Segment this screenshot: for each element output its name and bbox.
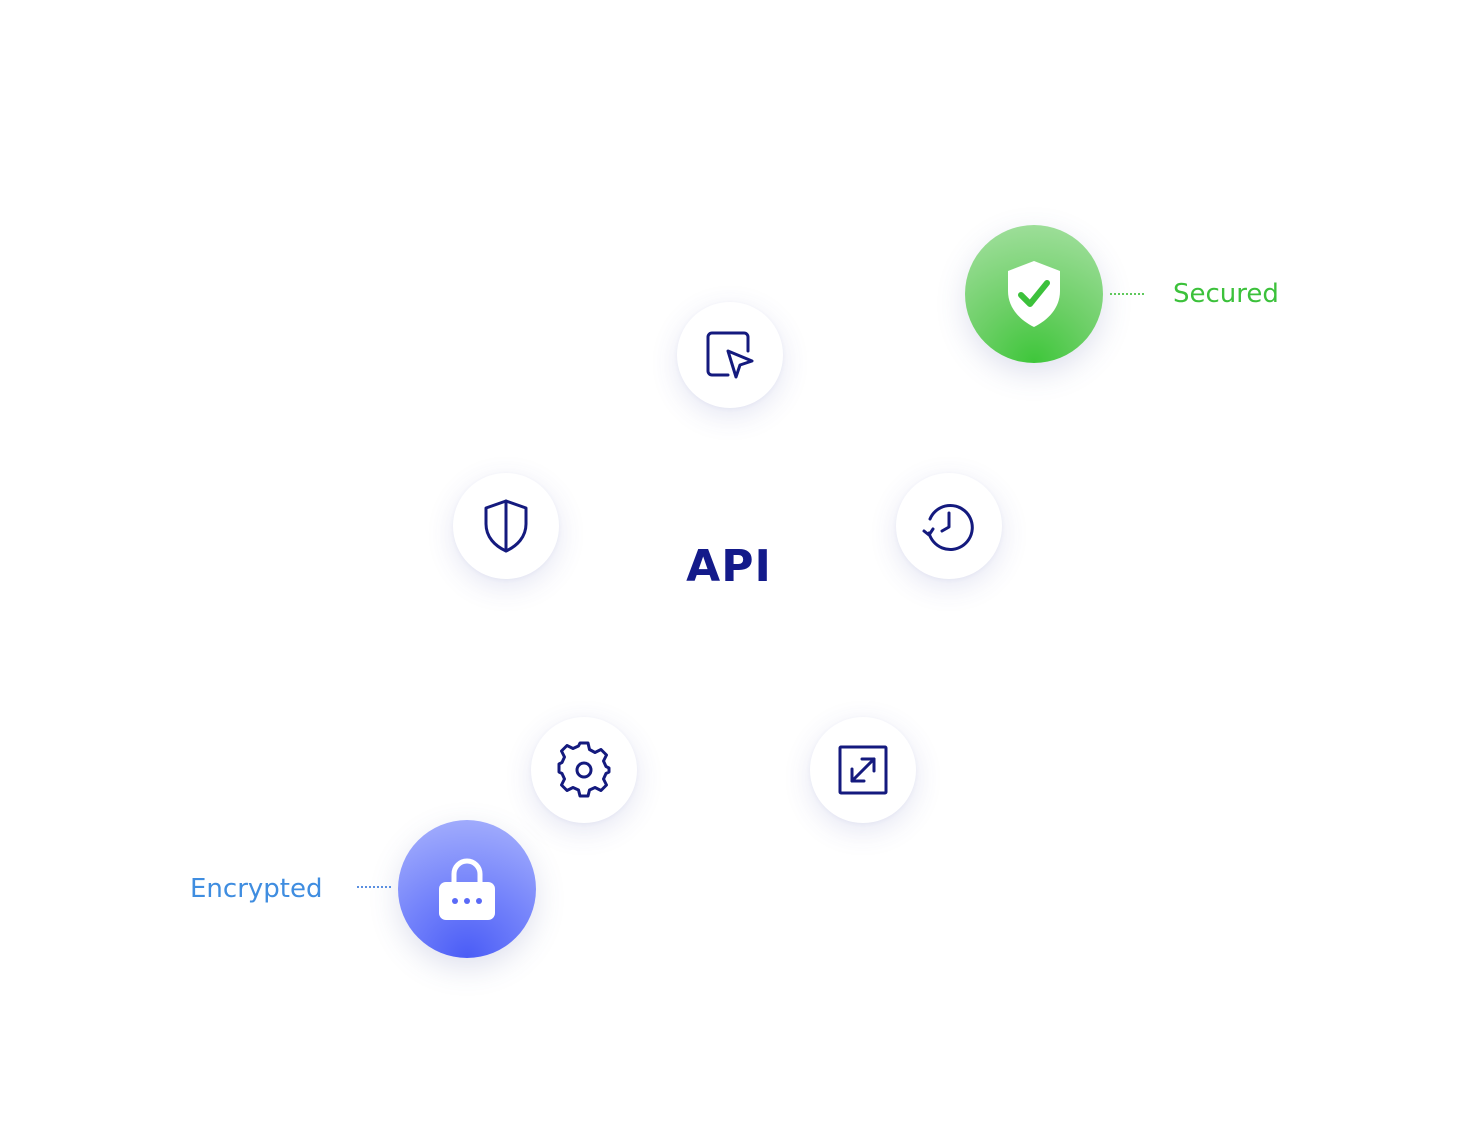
node-settings[interactable]: [531, 717, 637, 823]
gear-icon: [554, 740, 614, 800]
api-title: API: [686, 541, 772, 592]
node-cursor[interactable]: [677, 302, 783, 408]
secured-connector: [1110, 293, 1144, 295]
encrypted-connector: [357, 886, 391, 888]
history-icon: [920, 497, 978, 555]
shield-icon: [481, 498, 531, 554]
secured-label: Secured: [1173, 279, 1279, 309]
resize-arrow-icon: [836, 743, 890, 797]
node-history[interactable]: [896, 473, 1002, 579]
secured-badge: [965, 225, 1103, 363]
node-shield[interactable]: [453, 473, 559, 579]
cursor-click-icon: [702, 327, 758, 383]
encrypted-label: Encrypted: [190, 874, 323, 904]
lock-icon: [436, 854, 498, 924]
encrypted-badge: [398, 820, 536, 958]
shield-check-icon: [1002, 257, 1066, 331]
node-resize[interactable]: [810, 717, 916, 823]
